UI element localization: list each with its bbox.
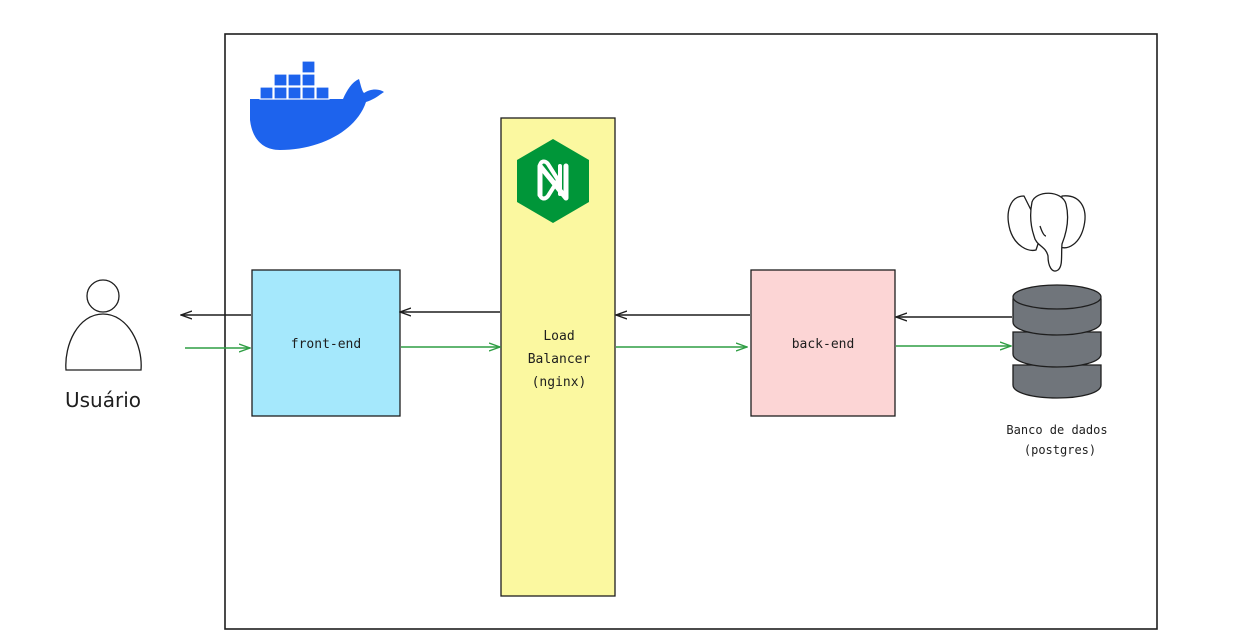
user-icon — [65, 279, 142, 371]
response-arrows — [181, 312, 1012, 317]
frontend-box — [251, 269, 401, 417]
backend-label: back-end — [792, 337, 855, 352]
request-arrows — [185, 346, 1011, 348]
nginx-icon — [517, 139, 589, 223]
database-label-line1: Banco de dados — [1006, 423, 1107, 437]
backend-box — [750, 269, 896, 417]
load-balancer-label-line3: (nginx) — [532, 375, 587, 390]
load-balancer-label-line1: Load — [543, 329, 574, 344]
docker-container-boundary — [224, 33, 1158, 630]
docker-whale-icon — [250, 60, 384, 150]
postgres-elephant-icon — [1007, 192, 1086, 272]
load-balancer-label-line2: Balancer — [528, 352, 591, 367]
user-label: Usuário — [65, 388, 141, 412]
database-icon — [1012, 284, 1102, 399]
database-label-line2: (postgres) — [1024, 443, 1096, 457]
frontend-label: front-end — [291, 337, 361, 352]
